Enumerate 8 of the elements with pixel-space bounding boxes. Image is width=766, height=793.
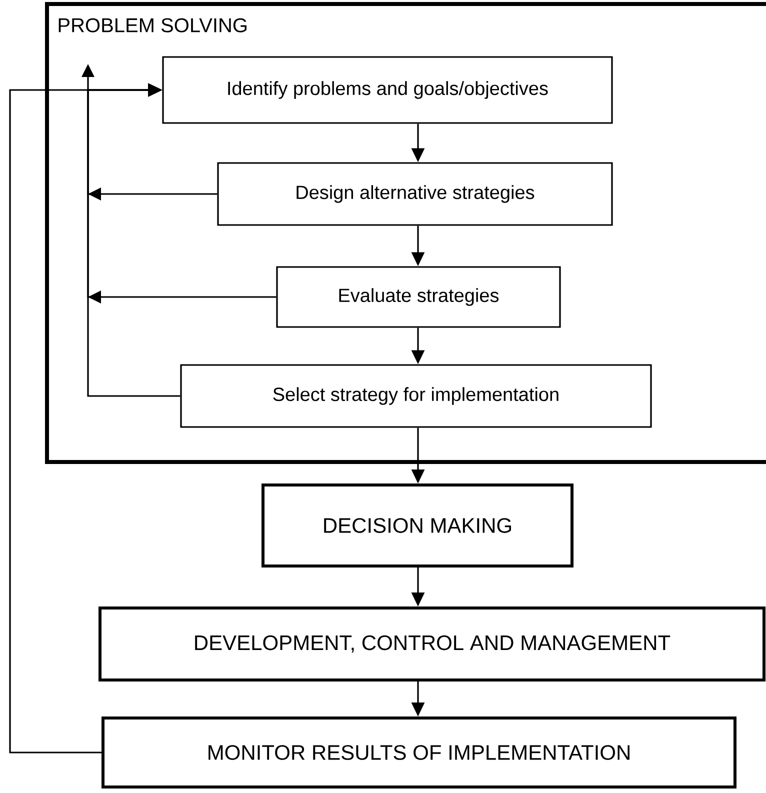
stage-box: MONITOR RESULTS OF IMPLEMENTATION — [102, 716, 736, 788]
stage-box: DECISION MAKING — [262, 484, 574, 568]
process-box: Identify problems and goals/objectives — [162, 56, 613, 124]
process-box: Select strategy for implementation — [180, 364, 652, 428]
arrow — [82, 64, 180, 397]
process-box: Design alternative strategies — [217, 162, 613, 226]
process-box: Evaluate strategies — [276, 266, 561, 328]
stage-box: DEVELOPMENT, CONTROL AND MANAGEMENT — [98, 606, 766, 682]
